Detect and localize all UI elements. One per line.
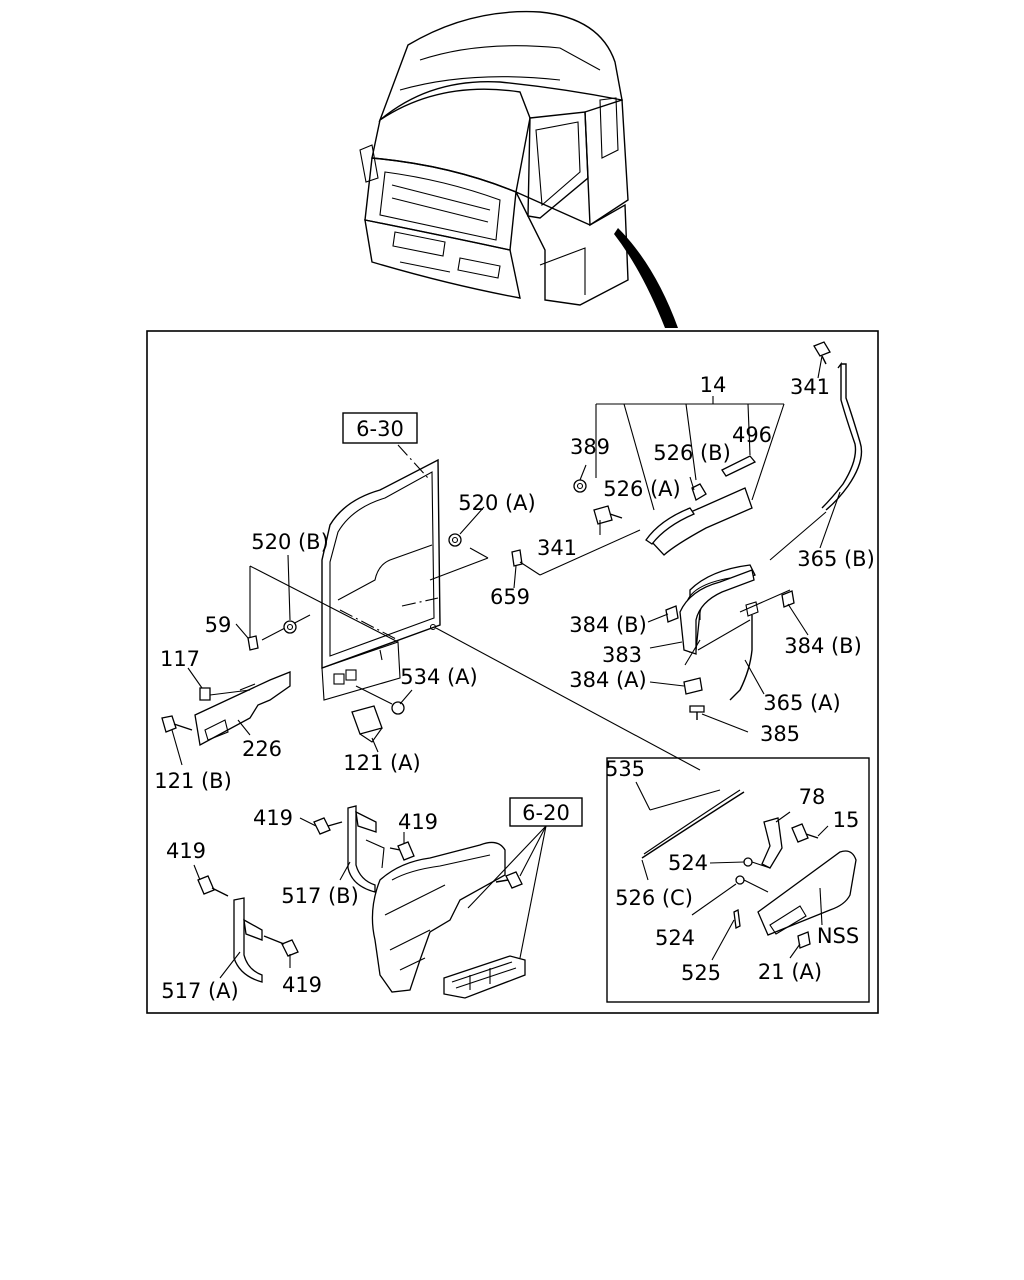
callout-659: 659	[490, 585, 530, 609]
bolt-341-top	[813, 341, 831, 365]
callout-121b: 121 (B)	[154, 769, 232, 793]
bolt-419-b	[389, 841, 415, 861]
reference-box-6-30: 6-30	[342, 412, 418, 444]
left-bracket-assembly	[161, 565, 701, 771]
callout-21a: 21 (A)	[758, 960, 822, 984]
callout-384b-right: 384 (B)	[784, 634, 862, 658]
callout-226: 226	[242, 737, 282, 761]
callout-419-d: 419	[282, 973, 322, 997]
callout-117: 117	[160, 647, 200, 671]
bolt-419-c	[197, 875, 229, 897]
door-panel	[321, 444, 441, 701]
pointer-wedge	[614, 228, 678, 328]
callout-59: 59	[205, 613, 232, 637]
step-fender	[371, 825, 547, 999]
leader-lines	[171, 355, 841, 979]
callout-535: 535	[605, 757, 645, 781]
callout-365a: 365 (A)	[763, 691, 841, 715]
callout-526a: 526 (A)	[603, 477, 681, 501]
inset-frame	[606, 757, 870, 1003]
callout-419-c: 419	[166, 839, 206, 863]
callout-385: 385	[760, 722, 800, 746]
callout-525: 525	[681, 961, 721, 985]
callout-15: 15	[833, 808, 860, 832]
bolt-341-mid	[593, 505, 623, 525]
lower-brackets	[197, 805, 415, 983]
callout-526c: 526 (C)	[615, 886, 693, 910]
callout-121a: 121 (A)	[343, 751, 421, 775]
callout-labels: 14 341 389 526 (B) 496 526 (A) 341 365 (…	[154, 373, 875, 1003]
callout-520a: 520 (A)	[458, 491, 536, 515]
bolt-419-a	[313, 817, 343, 835]
callout-524-top: 524	[668, 851, 708, 875]
callout-526b: 526 (B)	[653, 441, 731, 465]
bolt-419-d	[263, 935, 299, 957]
callout-534a: 534 (A)	[400, 665, 478, 689]
callout-365b: 365 (B)	[797, 547, 875, 571]
ref-6-20-label: 6-20	[522, 801, 570, 825]
callout-419-a: 419	[253, 806, 293, 830]
reference-box-6-20: 6-20	[509, 797, 583, 827]
callout-14: 14	[700, 373, 727, 397]
callout-341-mid: 341	[537, 536, 577, 560]
callout-524-bottom: 524	[655, 926, 695, 950]
inset-parts	[641, 789, 857, 949]
truck-cab-illustration	[359, 10, 629, 306]
callout-517b: 517 (B)	[281, 884, 359, 908]
callout-384a: 384 (A)	[569, 668, 647, 692]
callout-383: 383	[602, 643, 642, 667]
callout-384b-left: 384 (B)	[569, 613, 647, 637]
callout-517a: 517 (A)	[161, 979, 239, 1003]
callout-496: 496	[732, 423, 772, 447]
detail-frame	[146, 330, 879, 1014]
callout-419-b: 419	[398, 810, 438, 834]
callout-78: 78	[799, 785, 826, 809]
step-cover-assembly	[429, 341, 863, 720]
callout-nss: NSS	[817, 924, 859, 948]
ref-6-30-label: 6-30	[356, 417, 404, 441]
callout-520b: 520 (B)	[251, 530, 329, 554]
callout-389: 389	[570, 435, 610, 459]
callout-341-top: 341	[790, 375, 830, 399]
